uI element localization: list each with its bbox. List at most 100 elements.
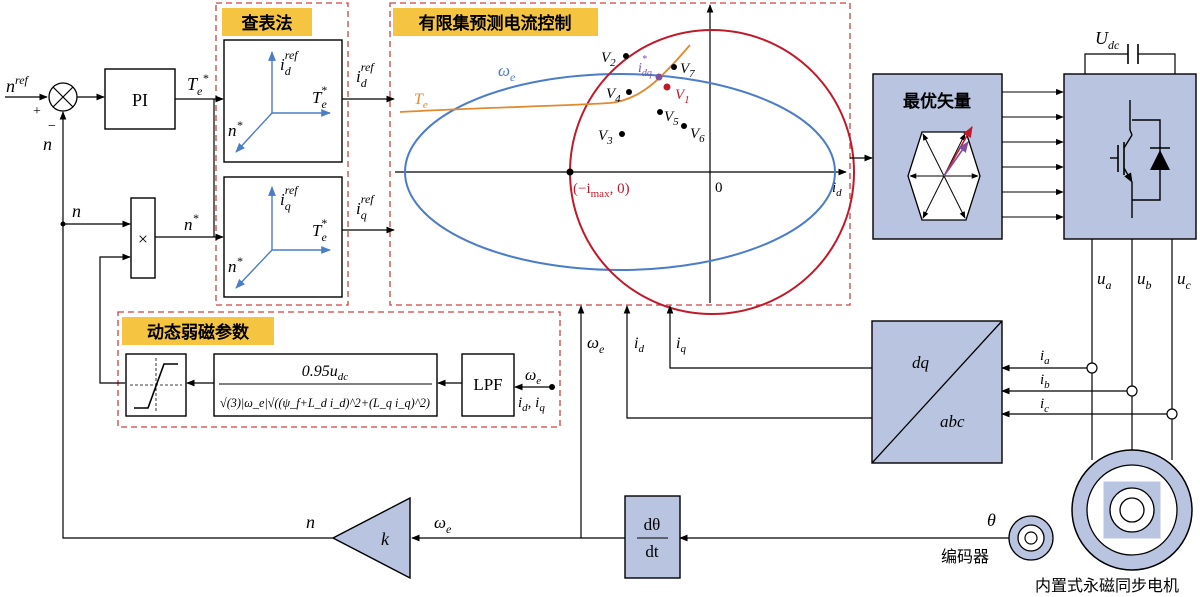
multiplier-block xyxy=(130,197,156,279)
plus-sign: + xyxy=(33,104,41,119)
v1-point xyxy=(663,83,671,91)
sensor-c xyxy=(1166,408,1178,420)
lpf-idiq-label: id, iq xyxy=(518,395,545,414)
formula-denominator: √(3)|ω_e|√((ψ_f+L_d i_d)^2+(L_q i_q)^2) xyxy=(220,395,430,410)
multiplier-label: × xyxy=(138,229,148,249)
we-fcs-label: ωe xyxy=(587,333,605,356)
sat-to-mult-line xyxy=(99,253,131,384)
hex-spoke-4 xyxy=(922,133,945,177)
fcs-title: 有限集预测电流控制 xyxy=(419,13,572,33)
lut-id-te-label: Te* xyxy=(312,83,327,111)
igbt-emitter xyxy=(1123,167,1133,183)
sensor-a xyxy=(1086,362,1098,374)
weakening-title: 动态弱磁参数 xyxy=(147,322,250,342)
v5-label: V5 xyxy=(664,109,679,128)
nref-label: nref xyxy=(6,73,30,96)
fcs-group-box xyxy=(389,2,851,306)
v5-point xyxy=(657,109,663,115)
inverter-block xyxy=(1063,73,1197,240)
lookup-title: 查表法 xyxy=(241,13,293,33)
v4-point xyxy=(626,89,632,95)
idq-ref-label: idq* xyxy=(638,54,652,79)
lut-id-axis-n xyxy=(235,112,273,153)
udc-label: Udc xyxy=(1095,28,1120,52)
v7-label: V7 xyxy=(680,61,695,80)
ddt-denominator: dt xyxy=(645,542,659,561)
dq-abc-diagonal xyxy=(871,320,1003,464)
lut-iq-block xyxy=(223,176,343,298)
we-to-k-label: ωe xyxy=(434,513,452,536)
sat-curve xyxy=(134,363,178,409)
fcs-axis-id-label: id xyxy=(832,180,842,199)
imax-point xyxy=(566,168,574,176)
motor-shaft xyxy=(1119,497,1145,523)
hex-purple-vector xyxy=(943,141,969,177)
we-ellipse-label: ωe xyxy=(498,61,516,84)
formula-block xyxy=(213,353,438,417)
motor-label: 内置式永磁同步电机 xyxy=(1035,577,1179,595)
dc-bus-wire-2 xyxy=(1138,53,1176,74)
ub-label: ub xyxy=(1137,269,1152,292)
iq-feedback-line xyxy=(666,305,872,369)
encoder-label: 编码器 xyxy=(941,548,989,566)
v6-point xyxy=(681,123,687,129)
sensor-b xyxy=(1126,385,1138,397)
id-label: id xyxy=(634,335,644,355)
nstar-label: n* xyxy=(184,211,199,234)
lpf-block xyxy=(461,353,515,417)
n-fb-label: n xyxy=(43,134,52,154)
ia-label: ia xyxy=(1040,348,1050,367)
weakening-group-box xyxy=(117,311,561,428)
v2-label: V2 xyxy=(601,50,616,69)
lut-iq-axis-n xyxy=(235,249,273,289)
gain-k-block xyxy=(331,496,411,580)
sum-cross-2 xyxy=(52,86,74,108)
hex-red-vector xyxy=(943,126,973,177)
abc-label: abc xyxy=(940,412,965,431)
igbt-collector xyxy=(1123,134,1133,149)
idref-label: idref xyxy=(356,60,375,90)
pi-block xyxy=(104,68,176,130)
hex-spoke-6 xyxy=(922,175,945,219)
hex-spoke-5 xyxy=(943,175,966,219)
ddt-block xyxy=(624,495,681,579)
lpf-we-label: ωe xyxy=(525,367,541,387)
ua-label: ua xyxy=(1097,269,1112,292)
minus-sign: − xyxy=(48,119,56,134)
n-junction-dot xyxy=(60,221,66,227)
v4-label: V4 xyxy=(606,86,621,105)
n-out-k-label: n xyxy=(306,512,315,532)
lookup-group-box xyxy=(215,2,349,306)
ic-label: ic xyxy=(1040,396,1049,415)
v3-point xyxy=(619,131,625,137)
encoder-core xyxy=(1024,531,1038,545)
te-star-label: Te* xyxy=(187,71,208,98)
iqref-label: iqref xyxy=(356,192,375,222)
ddt-numerator: dθ xyxy=(644,515,661,534)
gain-k-label: k xyxy=(381,529,390,549)
igbt-top-link xyxy=(1129,129,1133,136)
iq-label: iq xyxy=(676,335,686,355)
v2-point xyxy=(623,53,629,59)
lpf-input-dot xyxy=(549,384,555,390)
lut-id-block xyxy=(223,39,343,163)
diode-triangle xyxy=(1150,150,1170,170)
v3-label: V3 xyxy=(598,128,613,147)
formula-numerator: 0.95udc xyxy=(302,363,349,383)
ib-label: ib xyxy=(1040,372,1050,391)
idq-ref-point xyxy=(655,73,663,81)
v1-label: V1 xyxy=(675,87,690,106)
v6-label: V6 xyxy=(690,126,705,145)
n-feedback-line xyxy=(59,111,333,539)
dq-label: dq xyxy=(912,353,930,372)
lut-iq-te-label: Te* xyxy=(312,216,327,244)
fcs-origin-label: 0 xyxy=(715,180,723,196)
weakening-title-bg xyxy=(122,317,274,345)
optimal-vector-label: 最优矢量 xyxy=(903,91,971,111)
lookup-title-bg xyxy=(222,8,312,36)
te-curve-label: Te xyxy=(414,91,428,111)
uc-label: uc xyxy=(1177,269,1192,292)
we-ellipse xyxy=(404,73,836,271)
